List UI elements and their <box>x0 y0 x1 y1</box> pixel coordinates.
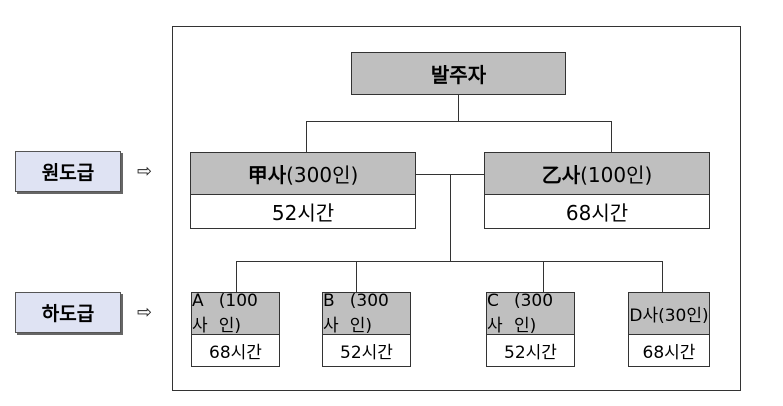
prime-arrow-icon: ⇨ <box>137 161 153 182</box>
sub-drop-b <box>356 261 357 292</box>
sub-box-a: A사(100인) <box>191 291 280 336</box>
orderer-label: 발주자 <box>430 63 487 87</box>
prime-link-line <box>415 174 484 175</box>
prime-box-eul: 乙사(100인) <box>484 152 710 195</box>
sub-size: (30인) <box>658 306 709 326</box>
sub-size: (300인) <box>349 291 389 336</box>
sub-box-c: C사(300인) <box>486 291 575 336</box>
orderer-box: 발주자 <box>351 52 566 95</box>
subcontract-label: 하도급 <box>15 292 121 333</box>
sub-hours: 52시간 <box>504 343 557 363</box>
sub-trunk-line <box>450 174 451 261</box>
prime-contract-label: 원도급 <box>15 151 121 192</box>
sub-name: D사 <box>629 306 659 326</box>
orderer-connector <box>458 95 459 121</box>
prime-name: 乙사 <box>541 163 581 187</box>
sub-hours-d: 68시간 <box>628 335 710 367</box>
prime-size: (300인) <box>286 163 359 187</box>
sub-name: C사 <box>487 291 503 336</box>
sub-name: A사 <box>192 291 208 336</box>
sub-drop-a <box>236 261 237 292</box>
prime-box-gap: 甲사(300인) <box>190 152 416 195</box>
sub-hours: 52시간 <box>340 343 393 363</box>
prime-hours: 52시간 <box>271 201 335 225</box>
prime-bus-line <box>306 121 612 122</box>
sub-name: B사 <box>323 291 339 336</box>
sub-size: (300인) <box>513 291 554 336</box>
prime-name: 甲사 <box>247 163 287 187</box>
sub-bus-line <box>236 261 662 262</box>
prime-hours-gap: 52시간 <box>190 195 416 229</box>
prime-hours: 68시간 <box>565 201 629 225</box>
prime-right-drop <box>611 121 612 152</box>
sub-hours: 68시간 <box>209 343 262 363</box>
sub-hours-b: 52시간 <box>322 335 411 367</box>
sub-box-d: D사(30인) <box>628 292 710 335</box>
sub-hours-c: 52시간 <box>486 335 575 367</box>
prime-size: (100인) <box>580 163 653 187</box>
prime-hours-eul: 68시간 <box>484 195 710 229</box>
sub-size: (100인) <box>218 291 258 336</box>
sub-hours-a: 68시간 <box>191 335 280 367</box>
prime-left-drop <box>306 121 307 152</box>
sub-drop-d <box>662 261 663 292</box>
sub-box-b: B사(300인) <box>322 291 411 336</box>
sub-arrow-icon: ⇨ <box>137 302 153 323</box>
sub-drop-c <box>543 261 544 292</box>
sub-hours: 68시간 <box>642 343 696 363</box>
